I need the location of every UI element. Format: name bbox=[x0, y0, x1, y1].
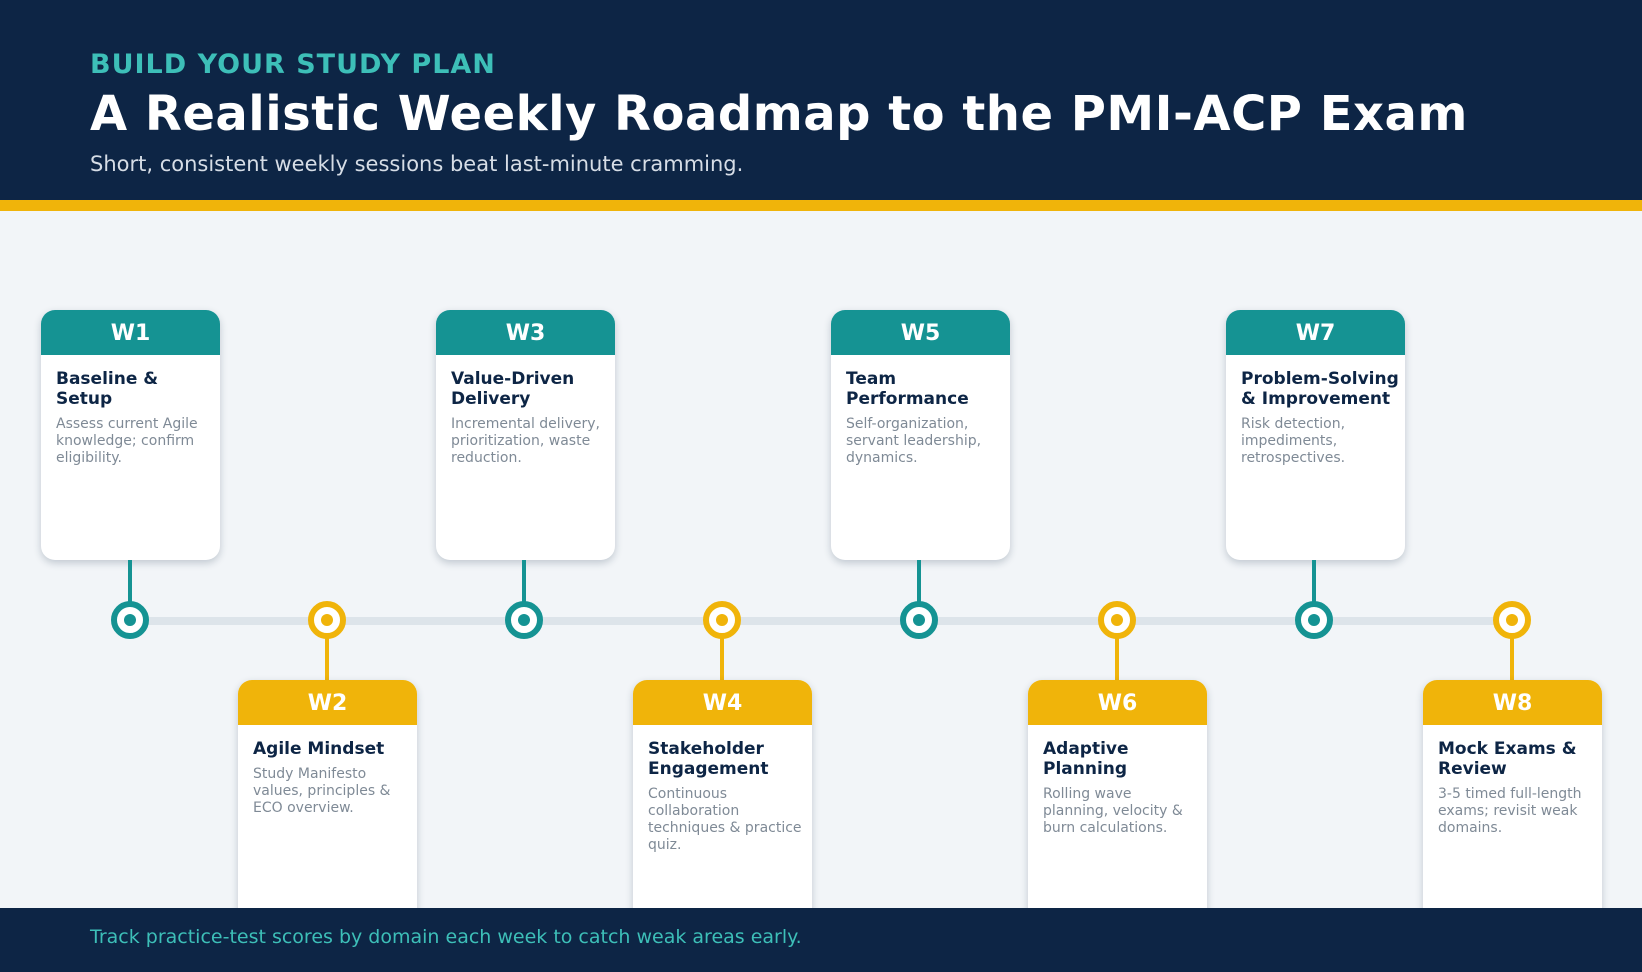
eyebrow-text: BUILD YOUR STUDY PLAN bbox=[90, 49, 496, 80]
page-subtitle: Short, consistent weekly sessions beat l… bbox=[90, 152, 744, 176]
connector-w3 bbox=[522, 560, 526, 604]
week-description: 3-5 timed full-length exams; revisit wea… bbox=[1438, 786, 1582, 836]
accent-bar bbox=[0, 200, 1642, 211]
node-dot bbox=[716, 614, 728, 626]
week-description: Assess current Agile knowledge; confirm … bbox=[56, 416, 198, 466]
connector-w6 bbox=[1115, 636, 1119, 681]
footer-note: Track practice-test scores by domain eac… bbox=[90, 926, 802, 948]
week-card-w7: W7 Problem-Solving & Improvement Risk de… bbox=[1226, 310, 1405, 560]
node-dot bbox=[1506, 614, 1518, 626]
connector-w2 bbox=[325, 636, 329, 681]
week-title: Agile Mindset bbox=[253, 739, 385, 759]
timeline-node-w5 bbox=[900, 601, 938, 639]
week-card-w2: W2 Agile Mindset Study Manifesto values,… bbox=[238, 680, 417, 920]
node-dot bbox=[1111, 614, 1123, 626]
connector-w1 bbox=[128, 560, 132, 604]
timeline-node-w8 bbox=[1493, 601, 1531, 639]
footer-banner bbox=[0, 908, 1642, 972]
week-title: Mock Exams & Review bbox=[1438, 739, 1577, 779]
week-card-w4: W4 Stakeholder Engagement Continuous col… bbox=[633, 680, 812, 920]
week-card-w5: W5 Team Performance Self-organization, s… bbox=[831, 310, 1010, 560]
timeline-track bbox=[130, 617, 1512, 625]
week-card-w3: W3 Value-Driven Delivery Incremental del… bbox=[436, 310, 615, 560]
timeline-node-w6 bbox=[1098, 601, 1136, 639]
week-description: Continuous collaboration techniques & pr… bbox=[648, 786, 802, 853]
week-card-w1: W1 Baseline & Setup Assess current Agile… bbox=[41, 310, 220, 560]
week-label: W8 bbox=[1423, 680, 1602, 725]
connector-w7 bbox=[1312, 560, 1316, 604]
connector-w4 bbox=[720, 636, 724, 681]
node-dot bbox=[321, 614, 333, 626]
week-card-w8: W8 Mock Exams & Review 3-5 timed full-le… bbox=[1423, 680, 1602, 920]
week-title: Adaptive Planning bbox=[1043, 739, 1129, 779]
week-description: Study Manifesto values, principles & ECO… bbox=[253, 766, 391, 816]
timeline-node-w3 bbox=[505, 601, 543, 639]
connector-w8 bbox=[1510, 636, 1514, 681]
week-label: W3 bbox=[436, 310, 615, 355]
connector-w5 bbox=[917, 560, 921, 604]
node-dot bbox=[124, 614, 136, 626]
node-dot bbox=[518, 614, 530, 626]
week-label: W2 bbox=[238, 680, 417, 725]
header-banner bbox=[0, 0, 1642, 211]
timeline-node-w2 bbox=[308, 601, 346, 639]
week-title: Value-Driven Delivery bbox=[451, 369, 575, 409]
week-label: W5 bbox=[831, 310, 1010, 355]
week-label: W4 bbox=[633, 680, 812, 725]
week-title: Problem-Solving & Improvement bbox=[1241, 369, 1399, 409]
timeline-node-w7 bbox=[1295, 601, 1333, 639]
week-title: Team Performance bbox=[846, 369, 969, 409]
week-description: Risk detection, impediments, retrospecti… bbox=[1241, 416, 1346, 466]
node-dot bbox=[1308, 614, 1320, 626]
week-description: Self-organization, servant leadership, d… bbox=[846, 416, 982, 466]
timeline-node-w1 bbox=[111, 601, 149, 639]
page-title: A Realistic Weekly Roadmap to the PMI-AC… bbox=[90, 86, 1468, 142]
week-label: W6 bbox=[1028, 680, 1207, 725]
week-title: Baseline & Setup bbox=[56, 369, 159, 409]
week-label: W1 bbox=[41, 310, 220, 355]
week-label: W7 bbox=[1226, 310, 1405, 355]
week-description: Rolling wave planning, velocity & burn c… bbox=[1043, 786, 1183, 836]
week-description: Incremental delivery, prioritization, wa… bbox=[451, 416, 600, 466]
timeline-node-w4 bbox=[703, 601, 741, 639]
week-title: Stakeholder Engagement bbox=[648, 739, 769, 779]
node-dot bbox=[913, 614, 925, 626]
week-card-w6: W6 Adaptive Planning Rolling wave planni… bbox=[1028, 680, 1207, 920]
